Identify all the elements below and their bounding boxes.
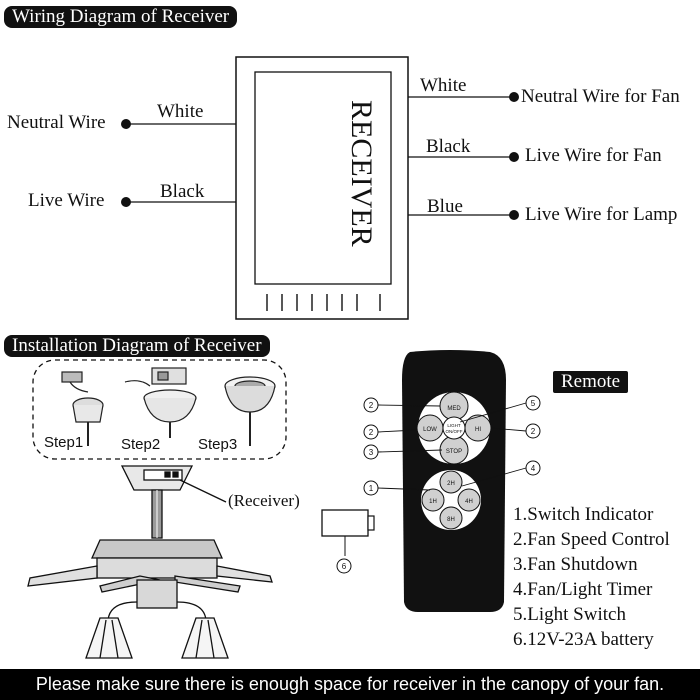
callout-6: 6 — [342, 562, 347, 571]
remote-illustration: MED LOW HI STOP LIGHT ON/OFF 2H 1H 4H 8H… — [363, 350, 541, 612]
callout-leaders — [377, 402, 527, 491]
installation-diagram — [27, 359, 287, 659]
hi-button[interactable]: HI — [475, 427, 481, 433]
legend-item-2: 2.Fan Speed Control — [513, 529, 670, 550]
low-button[interactable]: LOW — [423, 427, 437, 433]
callout-3: 3 — [369, 448, 374, 457]
wiring-diagram: RECEIVER — [121, 56, 519, 320]
steps-box — [32, 359, 287, 460]
neutral-wire-label: Neutral Wire — [7, 112, 106, 133]
light-button-line2[interactable]: ON/OFF — [446, 429, 463, 434]
light-button-line1[interactable]: LIGHT — [447, 423, 461, 428]
callout-circles — [363, 395, 541, 496]
neutral-fan-wire-color: White — [420, 75, 467, 96]
remote-title: Remote — [553, 371, 629, 393]
live-wire-color: Black — [160, 181, 205, 202]
neutral-input-dot — [121, 119, 131, 129]
receiver-terminals — [266, 294, 381, 311]
live-wire-label: Live Wire — [28, 190, 105, 211]
callout-4: 4 — [531, 464, 536, 473]
legend-item-5: 5.Light Switch — [513, 604, 626, 625]
live-lamp-dot — [509, 210, 519, 220]
live-fan-wire-color: Black — [426, 136, 471, 157]
callout-2b: 2 — [369, 428, 374, 437]
ceiling-fan-illustration — [27, 465, 273, 659]
legend-item-3: 3.Fan Shutdown — [513, 554, 638, 575]
installation-diagram-title: Installation Diagram of Receiver — [4, 335, 270, 357]
neutral-wire-color: White — [157, 101, 204, 122]
live-lamp-label: Live Wire for Lamp — [525, 204, 678, 225]
neutral-fan-dot — [509, 92, 519, 102]
timer-pad: 2H 1H 4H 8H — [421, 470, 481, 530]
callout-2a: 2 — [369, 401, 374, 410]
wiring-diagram-title: Wiring Diagram of Receiver — [4, 6, 238, 28]
legend-item-6: 6.12V-23A battery — [513, 629, 654, 650]
timer-1h-button[interactable]: 1H — [429, 499, 437, 505]
live-input-dot — [121, 197, 131, 207]
receiver-label: RECEIVER — [345, 100, 378, 247]
step3-illustration — [224, 376, 276, 446]
receiver-inner-box — [254, 71, 392, 285]
callout-numbers: 2 2 3 5 2 4 1 — [369, 399, 536, 493]
battery-illustration — [321, 509, 375, 556]
step2-label: Step2 — [121, 436, 161, 453]
step1-label: Step1 — [44, 434, 84, 451]
timer-8h-button[interactable]: 8H — [447, 517, 455, 523]
live-lamp-wire-color: Blue — [427, 196, 463, 217]
timer-4h-button[interactable]: 4H — [465, 499, 473, 505]
callout-5: 5 — [531, 399, 536, 408]
stop-button[interactable]: STOP — [446, 449, 462, 455]
step1-illustration — [61, 371, 104, 446]
callout-1: 1 — [369, 484, 374, 493]
timer-2h-button[interactable]: 2H — [447, 481, 455, 487]
med-button[interactable]: MED — [447, 406, 461, 412]
step3-label: Step3 — [198, 436, 238, 453]
live-fan-label: Live Wire for Fan — [525, 145, 662, 166]
legend-item-1: 1.Switch Indicator — [513, 504, 654, 525]
step2-illustration — [124, 367, 197, 438]
neutral-fan-label: Neutral Wire for Fan — [521, 86, 680, 107]
footer-note: Please make sure there is enough space f… — [0, 669, 700, 700]
battery-callout: 6 — [336, 558, 352, 574]
receiver-in-canopy — [143, 469, 183, 481]
receiver-callout: (Receiver) — [228, 491, 300, 510]
callout-2c: 2 — [531, 427, 536, 436]
live-fan-dot — [509, 152, 519, 162]
legend-item-4: 4.Fan/Light Timer — [513, 579, 653, 600]
